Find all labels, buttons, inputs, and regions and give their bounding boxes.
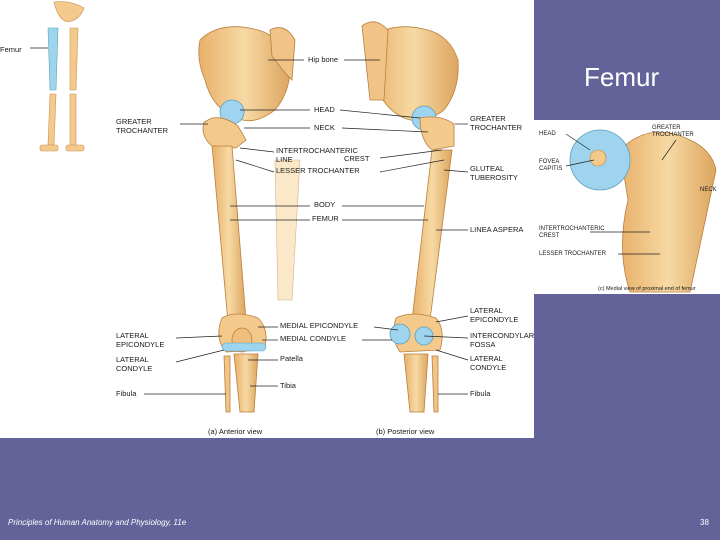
label-medial-condyle: MEDIAL CONDYLE (280, 334, 346, 343)
label-lateral-epicondyle-posterior: LATERAL EPICONDYLE (470, 306, 519, 324)
caption-anterior-view: (a) Anterior view (208, 427, 263, 436)
anterior-view-illustration (198, 26, 301, 413)
inset-label-neck: NECK (700, 187, 717, 193)
footer-text: Principles of Human Anatomy and Physiolo… (8, 518, 187, 527)
inset-label-head: HEAD (539, 131, 556, 137)
inset-label-fovea-capitis: FOVEA CAPITIS (539, 159, 563, 172)
skeleton-thumbnail (30, 1, 85, 152)
label-intertrochanteric-crest: CREST (344, 154, 370, 163)
label-intertrochanteric-line: INTERTROCHANTERIC LINE (276, 146, 358, 164)
label-fibula-anterior: Fibula (116, 389, 137, 398)
inset-caption: (c) Medial view of proximal end of femur (598, 286, 696, 292)
label-greater-trochanter-posterior: GREATER TROCHANTER (470, 114, 523, 132)
label-head: HEAD (314, 105, 335, 114)
label-intercondylar-fossa: INTERCONDYLAR FOSSA (470, 331, 535, 349)
label-greater-trochanter-anterior: GREATER TROCHANTER (116, 117, 169, 135)
label-femur: FEMUR (312, 214, 339, 223)
leader-lines (144, 59, 677, 395)
label-lateral-condyle-posterior: LATERAL CONDYLE (470, 354, 507, 372)
label-tibia: Tibia (280, 381, 296, 390)
label-patella: Patella (280, 354, 303, 363)
slide-title: Femur (584, 62, 660, 92)
label-lateral-condyle-anterior: LATERAL CONDYLE (116, 355, 153, 373)
posterior-view-illustration (361, 21, 459, 413)
label-body: BODY (314, 200, 336, 209)
page-number: 38 (700, 518, 709, 527)
label-lateral-epicondyle-anterior: LATERAL EPICONDYLE (116, 331, 165, 349)
inset-label-lesser-trochanter: LESSER TROCHANTER (539, 251, 606, 257)
thumb-femur-label: Femur (0, 45, 22, 54)
label-hip-bone: Hip bone (308, 55, 339, 64)
label-fibula-posterior: Fibula (470, 389, 491, 398)
inset-illustration (569, 129, 717, 293)
label-gluteal-tuberosity: GLUTEAL TUBEROSITY (470, 164, 518, 182)
inset-label-intertrochanteric-crest: INTERTROCHANTERIC CREST (539, 226, 605, 239)
label-lesser-trochanter: LESSER TROCHANTER (276, 166, 360, 175)
label-neck: NECK (314, 123, 335, 132)
inset-label-greater-trochanter: GREATER TROCHANTER (652, 125, 694, 138)
label-medial-epicondyle: MEDIAL EPICONDYLE (280, 321, 359, 330)
label-linea-aspera: LINEA ASPERA (470, 225, 524, 234)
highlighted-femur-shape (47, 27, 59, 91)
caption-posterior-view: (b) Posterior view (376, 427, 435, 436)
